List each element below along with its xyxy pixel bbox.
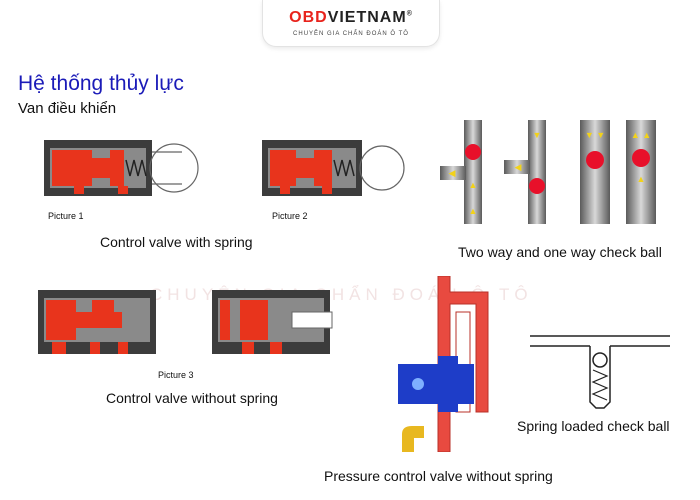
valve-port	[280, 186, 290, 194]
caption-pressure-control-valve: Pressure control valve without spring	[324, 468, 553, 484]
picture-2-label: Picture 2	[272, 211, 308, 221]
valve-port	[118, 342, 128, 354]
check-ball	[586, 151, 604, 169]
spring-check-ball-diagram	[530, 335, 670, 409]
flow-arrow: ▼ ▼	[585, 130, 605, 140]
check-pipe-branch	[440, 166, 466, 180]
valve-port	[90, 342, 100, 354]
valve-spring	[125, 159, 147, 177]
caption-check-ball: Two way and one way check ball	[458, 244, 662, 260]
slide-subtitle: Van điều khiển	[18, 100, 117, 117]
flow-arrow: ◀	[515, 162, 522, 172]
logo-vietnam: VIETNAM	[327, 9, 407, 26]
flow-arrow: ▼	[533, 130, 542, 140]
caption-spring-loaded-check-ball: Spring loaded check ball	[517, 418, 670, 434]
valve-port	[322, 186, 332, 194]
check-ball-diagrams: ▲ ◀ ▲ ▼ ◀ ▼ ▼ ▲ ▲ ▲	[440, 120, 656, 224]
caption-control-valve-without-spring: Control valve without spring	[106, 390, 278, 406]
valve-spool-stem	[296, 158, 314, 178]
valve-spring	[333, 159, 355, 177]
valve-spool-land	[110, 150, 124, 186]
check-pipe	[626, 120, 656, 224]
valve-port	[270, 342, 282, 354]
pressure-plunger-head	[438, 356, 458, 412]
brand-logo: OBDVIETNAM®	[263, 9, 439, 27]
pressure-valve-diagram	[398, 276, 489, 452]
logo-tagline: CHUYÊN GIA CHẨN ĐOÁN Ô TÔ	[293, 31, 409, 37]
flow-arrow: ▲ ▲	[631, 130, 651, 140]
picture-3-label: Picture 3	[158, 370, 194, 380]
plunger-highlight	[412, 378, 424, 390]
valve-spool-land	[220, 300, 230, 340]
valve-spring-diagram-1	[44, 140, 199, 196]
flow-arrow: ▲	[469, 206, 478, 216]
return-pipe	[402, 426, 424, 452]
valve-port	[242, 342, 254, 354]
check-pipe	[528, 120, 546, 224]
valve-no-spring-diagram-2	[212, 290, 333, 354]
check-housing	[589, 346, 611, 409]
valve-no-spring-diagram-1	[38, 290, 156, 354]
caption-control-valve-with-spring: Control valve with spring	[100, 234, 253, 250]
valve-spool-stem	[92, 158, 110, 178]
valve-spool-land	[270, 150, 296, 186]
valve-spool-land	[52, 150, 92, 186]
logo-registered: ®	[406, 10, 413, 18]
check-ball	[529, 178, 545, 194]
valve-spool-land	[92, 300, 114, 320]
check-ball	[465, 144, 481, 160]
check-pipe-branch	[504, 160, 530, 174]
check-spring	[591, 369, 609, 401]
valve-port	[118, 186, 128, 194]
valve-rod	[291, 311, 333, 329]
check-ball	[592, 352, 608, 368]
valve-spool-land	[240, 300, 268, 340]
valve-end-cap	[359, 145, 405, 191]
flow-arrow: ▲	[637, 174, 646, 184]
valve-spring-diagram-2	[262, 140, 405, 196]
slide-title: Hệ thống thủy lực	[18, 72, 184, 95]
picture-1-label: Picture 1	[48, 211, 84, 221]
check-pipe	[580, 120, 610, 224]
valve-port	[74, 186, 84, 194]
logo-obd: OBD	[289, 9, 328, 26]
check-ball	[632, 149, 650, 167]
pressure-plunger	[398, 364, 474, 404]
valve-end-cap	[149, 143, 199, 193]
flow-arrow: ◀	[449, 168, 456, 178]
logo-tab: OBDVIETNAM® CHUYÊN GIA CHẨN ĐOÁN Ô TÔ	[262, 0, 440, 47]
flow-arrow: ▲	[469, 180, 478, 190]
valve-spool-land	[314, 150, 332, 186]
valve-spool-land	[46, 300, 76, 340]
valve-port	[52, 342, 66, 354]
